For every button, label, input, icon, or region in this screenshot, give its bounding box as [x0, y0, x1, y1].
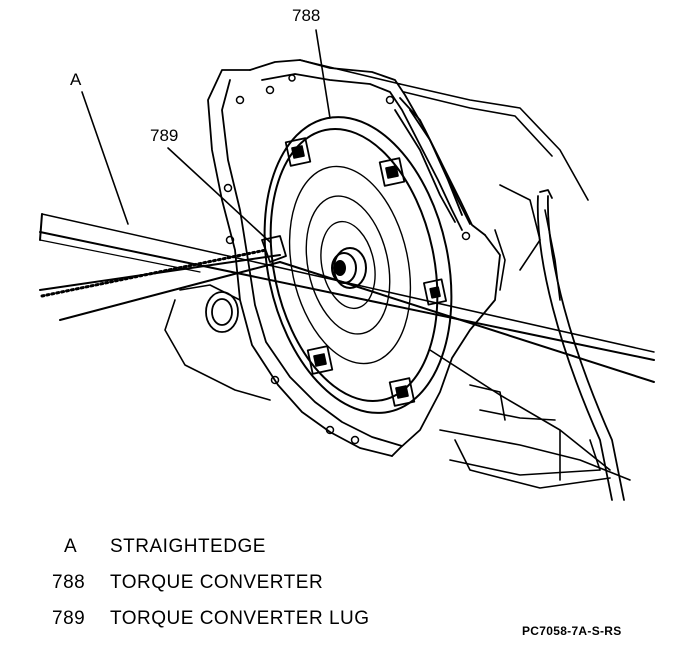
- torque-converter-illustration: [39, 29, 655, 501]
- legend-desc: TORQUE CONVERTER LUG: [110, 608, 370, 629]
- callout-a: A: [70, 70, 82, 89]
- straightedge: [39, 213, 655, 383]
- figure-code: PC7058-7A-S-RS: [522, 624, 622, 638]
- converter-lugs: [284, 137, 447, 407]
- measured-lug: [261, 235, 287, 263]
- leader-lines: [81, 29, 331, 243]
- legend-desc: TORQUE CONVERTER: [110, 572, 324, 593]
- case-fitting: [205, 291, 239, 333]
- legend-key: A: [64, 536, 78, 557]
- callout-788: 788: [292, 6, 321, 25]
- flange-bolt-holes: [223, 74, 471, 445]
- bell-housing-flange: [207, 59, 501, 457]
- legend-key: 789: [52, 608, 86, 629]
- dipstick-tube: [536, 189, 625, 501]
- callout-789: 789: [150, 126, 179, 145]
- converter-hub: [331, 247, 367, 289]
- measuring-scale: [40, 248, 268, 298]
- transmission-housing: [164, 59, 631, 489]
- legend-desc: STRAIGHTEDGE: [110, 536, 266, 557]
- legend-key: 788: [52, 572, 86, 593]
